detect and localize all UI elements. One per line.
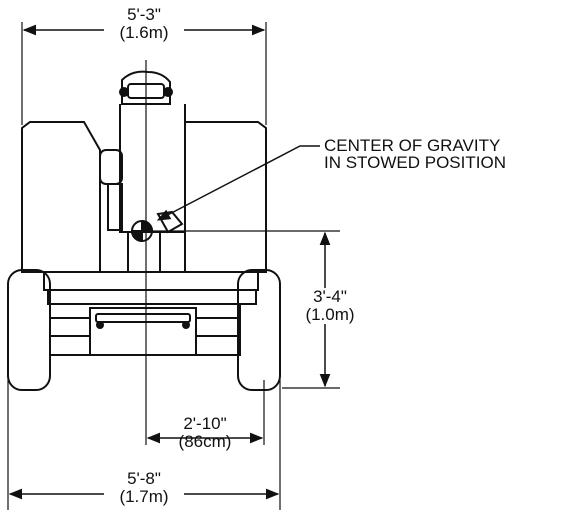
cg-callout-leader (156, 145, 320, 221)
top-width-feet: 5'-3" (127, 5, 161, 24)
cg-offset-metric: (86cm) (178, 432, 232, 451)
top-width-metric: (1.6m) (119, 23, 169, 42)
cg-offset-feet: 2'-10" (183, 414, 227, 433)
bottom-width-feet: 5'-8" (127, 469, 161, 488)
axle-frame (49, 304, 241, 356)
left-wheel (7, 269, 51, 391)
cg-callout-line1: CENTER OF GRAVITY (324, 136, 501, 155)
left-side-block (21, 121, 101, 273)
cg-callout-label: CENTER OF GRAVITY IN STOWED POSITION (324, 137, 506, 171)
mast-column (119, 104, 186, 233)
bottom-width-label: 5'-8" (1.7m) (104, 470, 184, 506)
cg-callout-line2: IN STOWED POSITION (324, 153, 506, 172)
right-wheel (237, 269, 281, 391)
cg-height-feet: 3'-4" (313, 287, 347, 306)
top-width-label: 5'-3" (1.6m) (104, 6, 184, 42)
right-side-block (184, 121, 267, 273)
cg-height-label: 3'-4" (1.0m) (290, 288, 370, 324)
cg-height-metric: (1.0m) (305, 305, 355, 324)
chassis-frame (43, 271, 259, 291)
mast-head (121, 70, 171, 105)
cg-offset-label: 2'-10" (86cm) (165, 415, 245, 451)
center-box (89, 307, 197, 356)
bottom-width-metric: (1.7m) (119, 487, 169, 506)
